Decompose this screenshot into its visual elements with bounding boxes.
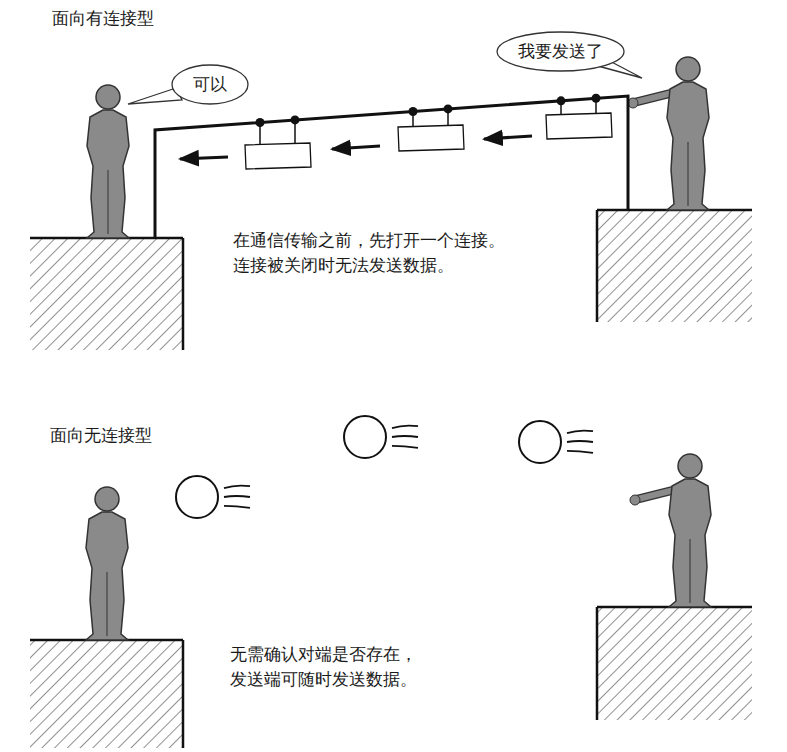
flow-arrow bbox=[484, 136, 532, 139]
bubble-text: 可以 bbox=[193, 74, 227, 94]
data-packet bbox=[546, 94, 612, 139]
person-figure bbox=[87, 85, 129, 238]
panel-title: 面向有连接型 bbox=[52, 6, 154, 31]
data-ball bbox=[176, 476, 250, 518]
panel-note: 在通信传输之前，先打开一个连接。 连接被关闭时无法发送数据。 bbox=[233, 228, 512, 277]
bubble-text: 我要发送了 bbox=[518, 41, 603, 61]
panel-note: 无需确认对端是否存在， 发送端可随时发送数据。 bbox=[230, 642, 424, 691]
data-packet bbox=[398, 104, 464, 151]
cliff bbox=[30, 640, 183, 748]
person-figure bbox=[628, 57, 709, 210]
cliff bbox=[597, 607, 752, 720]
cliff bbox=[30, 238, 183, 350]
panel-title: 面向无连接型 bbox=[50, 423, 152, 448]
data-ball bbox=[344, 416, 418, 458]
flow-arrow bbox=[180, 157, 228, 159]
speech-bubble: 我要发送了 bbox=[496, 31, 625, 72]
person-figure bbox=[86, 487, 128, 640]
cliff bbox=[597, 210, 752, 322]
flow-arrow bbox=[332, 146, 380, 149]
connection-wire bbox=[155, 96, 628, 238]
data-ball bbox=[519, 421, 593, 463]
data-packet bbox=[245, 115, 311, 169]
person-figure bbox=[630, 454, 711, 607]
speech-bubble: 可以 bbox=[171, 64, 249, 105]
